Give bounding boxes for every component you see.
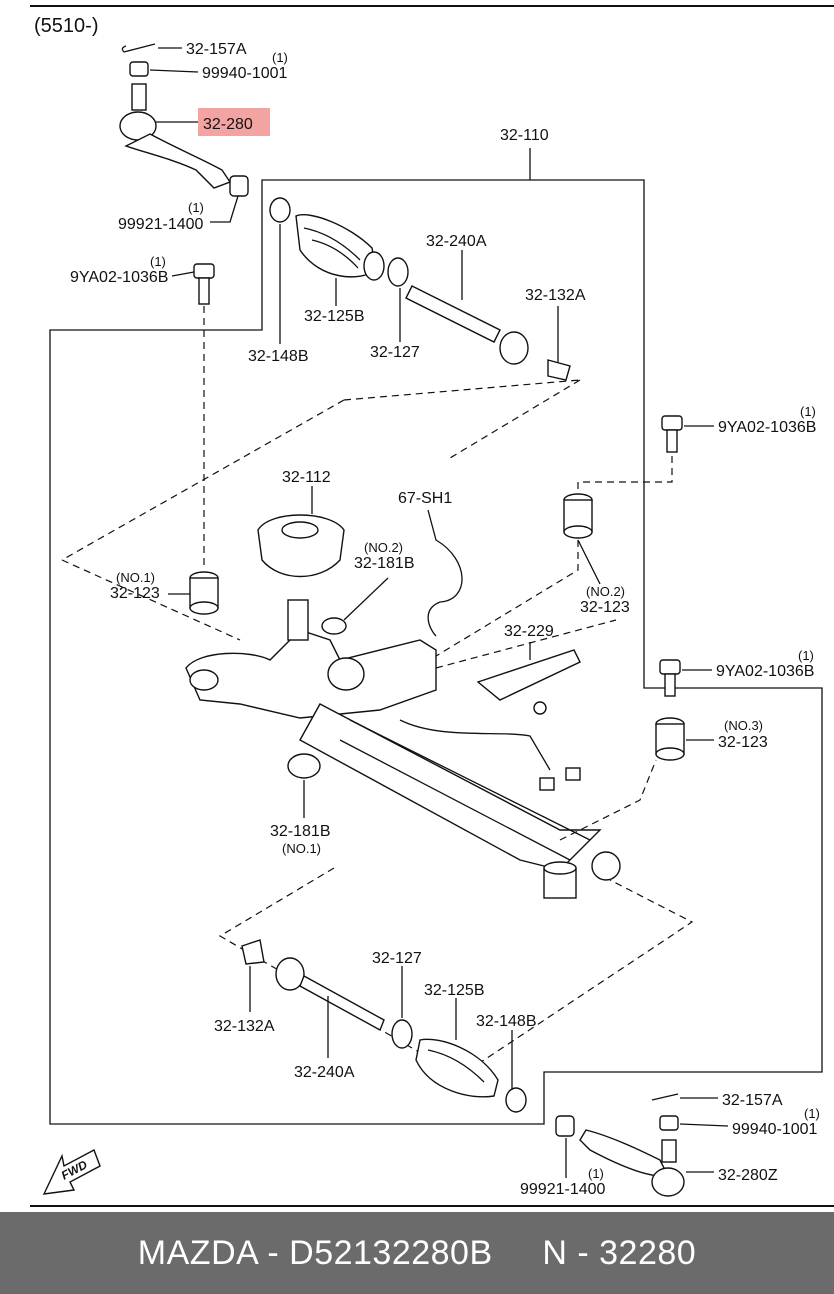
label-32-132a-top: 32-132A <box>525 287 586 304</box>
label-99940-1001-bottom: 99940-1001 <box>732 1121 818 1138</box>
tag-32-181b-no1: (NO.1) <box>282 841 321 856</box>
label-9ya02-right-2: 9YA02-1036B <box>716 663 814 680</box>
label-99921-1400-bottom: 99921-1400 <box>520 1181 606 1198</box>
label-32-125b-bottom: 32-125B <box>424 982 485 999</box>
label-32-181b-no2: 32-181B <box>354 555 415 572</box>
bolt-right-2 <box>659 659 681 697</box>
cap-32-112 <box>257 514 345 578</box>
tag-32-123-no1: (NO.1) <box>116 570 155 585</box>
label-32-148b-top: 32-148B <box>248 348 309 365</box>
section-code: (5510-) <box>34 15 98 37</box>
highlight-32-280 <box>198 108 270 136</box>
label-32-125b-top: 32-125B <box>304 308 365 325</box>
tag-32-123-no3: (NO.3) <box>724 718 763 733</box>
parts-diagram: (5510-) 32-157A 99940-1001 (1) 32-280 32… <box>30 5 834 1207</box>
label-99921-1400-top: 99921-1400 <box>118 216 204 233</box>
label-32-240a-bottom: 32-240A <box>294 1064 355 1081</box>
bushing-no3 <box>655 717 685 761</box>
label-32-157a-bottom: 32-157A <box>722 1092 783 1109</box>
footer-part-number: MAZDA - D52132280B N - 32280 <box>137 1233 697 1272</box>
bushing-no1 <box>189 571 219 615</box>
tie-rod-end-bottom <box>555 1093 685 1197</box>
sensor-wire-67-sh1 <box>427 509 463 637</box>
label-32-148b-bottom: 32-148B <box>476 1013 537 1030</box>
label-32-123-no1: 32-123 <box>110 585 160 602</box>
tie-rod-end-top <box>119 43 249 197</box>
qty-99921-1400-top: (1) <box>188 200 204 215</box>
assembly-outline <box>49 179 823 1125</box>
qty-99940-1001-bottom: (1) <box>804 1106 820 1121</box>
bushing-no2 <box>563 493 593 539</box>
label-32-123-no3: 32-123 <box>718 734 768 751</box>
boot-group-top <box>269 197 571 381</box>
label-32-123-no2: 32-123 <box>580 599 630 616</box>
label-99940-1001-top: 99940-1001 <box>202 65 288 82</box>
label-9ya02-left: 9YA02-1036B <box>70 269 168 286</box>
clamp-no1 <box>287 753 321 779</box>
qty-9ya02-right-1: (1) <box>800 404 816 419</box>
bolt-right-1 <box>661 415 683 453</box>
qty-99921-1400-bottom: (1) <box>588 1166 604 1181</box>
label-32-229: 32-229 <box>504 623 554 640</box>
qty-9ya02-right-2: (1) <box>798 648 814 663</box>
steering-rack <box>185 599 621 899</box>
label-32-280z: 32-280Z <box>718 1167 778 1184</box>
label-32-132a-bottom: 32-132A <box>214 1018 275 1035</box>
part-number-footer: MAZDA - D52132280B N - 32280 <box>0 1212 834 1294</box>
label-32-157a-top: 32-157A <box>186 41 247 58</box>
label-32-110: 32-110 <box>500 127 549 144</box>
fwd-arrow-icon: FWD <box>42 1149 101 1195</box>
boot-group-bottom <box>241 939 527 1113</box>
bolt-left <box>193 263 215 305</box>
tag-32-181b-no2: (NO.2) <box>364 540 403 555</box>
clamp-no2 <box>321 617 347 635</box>
qty-9ya02-left: (1) <box>150 254 166 269</box>
label-32-240a-top: 32-240A <box>426 233 487 250</box>
qty-99940-1001-top: (1) <box>272 50 288 65</box>
label-32-181b-no1: 32-181B <box>270 823 331 840</box>
label-32-127-top: 32-127 <box>370 344 420 361</box>
label-9ya02-right-1: 9YA02-1036B <box>718 419 816 436</box>
label-32-112: 32-112 <box>282 469 331 486</box>
label-32-127-bottom: 32-127 <box>372 950 422 967</box>
tag-32-123-no2: (NO.2) <box>586 584 625 599</box>
label-32-280: 32-280 <box>203 116 253 133</box>
label-67-sh1: 67-SH1 <box>398 490 452 507</box>
